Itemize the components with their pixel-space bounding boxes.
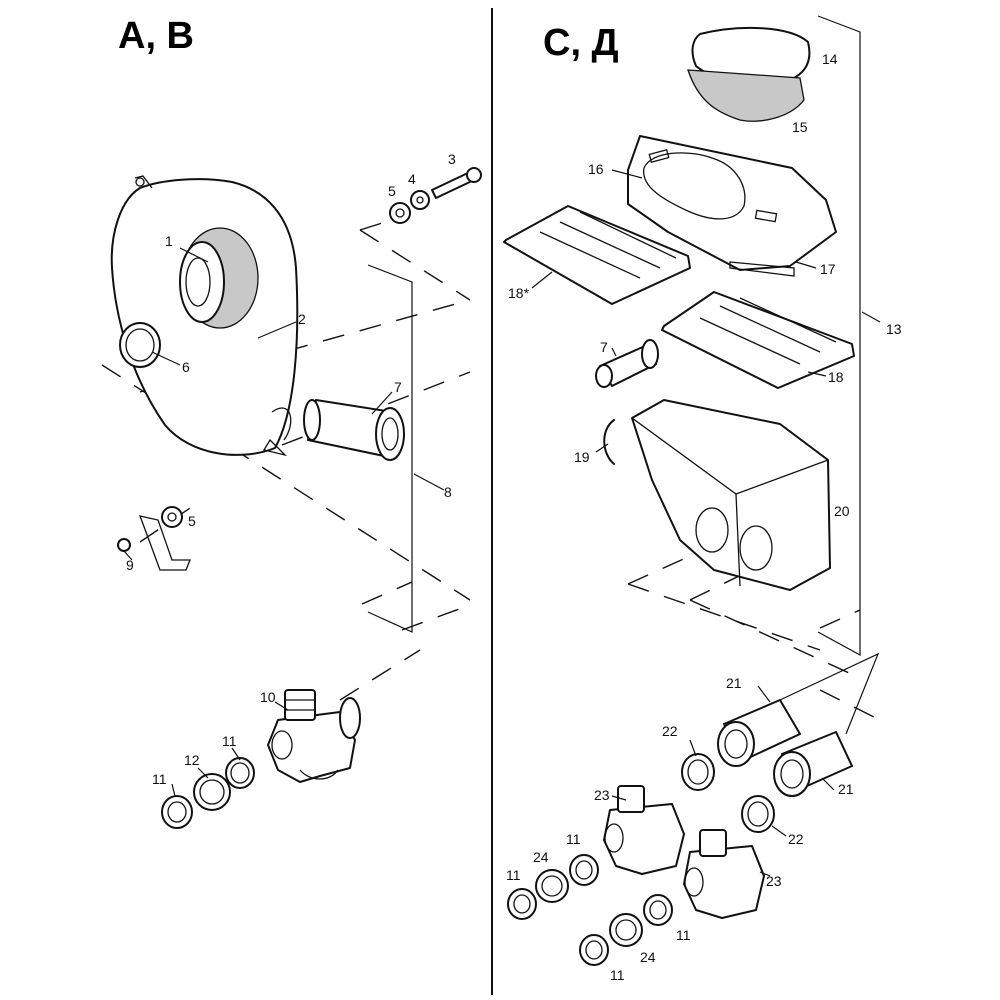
left-panel: 1 2 3 4 5 6 7 8 5 9 10 11 12 11 [101, 151, 482, 829]
callout-11-right-b: 11 [506, 867, 521, 883]
heading-right: C, Д [543, 22, 619, 64]
callout-1: 1 [165, 233, 173, 249]
bolt-set-top [389, 167, 482, 224]
callout-15: 15 [792, 119, 808, 135]
callout-18: 18 [828, 369, 844, 385]
heading-left: A, B [118, 15, 194, 57]
callout-7-left: 7 [394, 379, 402, 395]
callout-11-left-a: 11 [222, 733, 237, 749]
carburetor-23-b [683, 829, 765, 919]
retaining-clip [603, 419, 615, 465]
callout-16: 16 [588, 161, 604, 177]
clamp-sleeve-left [161, 757, 255, 829]
callout-11-right-d: 11 [610, 967, 625, 983]
intake-tube-left [303, 399, 405, 461]
callout-23-top: 23 [594, 787, 610, 803]
callout-20: 20 [834, 503, 850, 519]
callout-10: 10 [260, 689, 276, 705]
clamp-sleeve-right-upper [507, 854, 599, 920]
right-dashed-guides [627, 547, 881, 721]
callout-3: 3 [448, 151, 456, 167]
callout-22-top: 22 [662, 723, 678, 739]
callout-19: 19 [574, 449, 590, 465]
clamp-sleeve-right-lower [579, 894, 673, 966]
hose-clamp [119, 322, 161, 368]
callout-23-bottom: 23 [766, 873, 782, 889]
callout-24-bottom: 24 [640, 949, 656, 965]
callout-12: 12 [184, 752, 200, 768]
callout-5-top: 5 [388, 183, 396, 199]
callout-22-bottom: 22 [788, 831, 804, 847]
callout-21-top: 21 [726, 675, 742, 691]
air-box-body [631, 399, 831, 591]
callout-8: 8 [444, 484, 452, 500]
callout-17: 17 [820, 261, 836, 277]
callout-2: 2 [298, 311, 306, 327]
callout-24-top: 24 [533, 849, 549, 865]
callout-18-star: 18* [508, 285, 530, 301]
callout-11-left-b: 11 [152, 771, 167, 787]
clamp-22-a [681, 753, 715, 791]
right-leaders [531, 169, 881, 877]
clamp-22-b [741, 795, 775, 833]
callout-14: 14 [822, 51, 838, 67]
callout-11-right-a: 11 [566, 831, 581, 847]
callout-5-bottom: 5 [188, 513, 196, 529]
tray-left [503, 205, 691, 305]
callout-13: 13 [886, 321, 902, 337]
filter-cover [687, 26, 811, 122]
air-box-lid [627, 135, 837, 277]
carburetor-left [267, 689, 361, 783]
intake-tube-right [595, 339, 659, 388]
intake-tube-21-b [773, 731, 853, 797]
left-leaders [123, 247, 445, 797]
filter-element [179, 227, 259, 329]
tray-right [661, 291, 855, 389]
right-panel: 13 14 15 16 17 18* 18 7 19 20 21 21 22 2… [503, 15, 902, 983]
carburetor-23-a [603, 785, 685, 875]
callout-9: 9 [126, 557, 134, 573]
callout-7-right: 7 [600, 339, 608, 355]
callout-21-bottom: 21 [838, 781, 854, 797]
callout-4: 4 [408, 171, 416, 187]
callout-6: 6 [182, 359, 190, 375]
callout-11-right-c: 11 [676, 927, 691, 943]
bracket-8 [367, 264, 413, 633]
arrow-leaders [779, 652, 880, 735]
bracket-13 [817, 15, 861, 657]
intake-tube-21-a [717, 699, 801, 767]
